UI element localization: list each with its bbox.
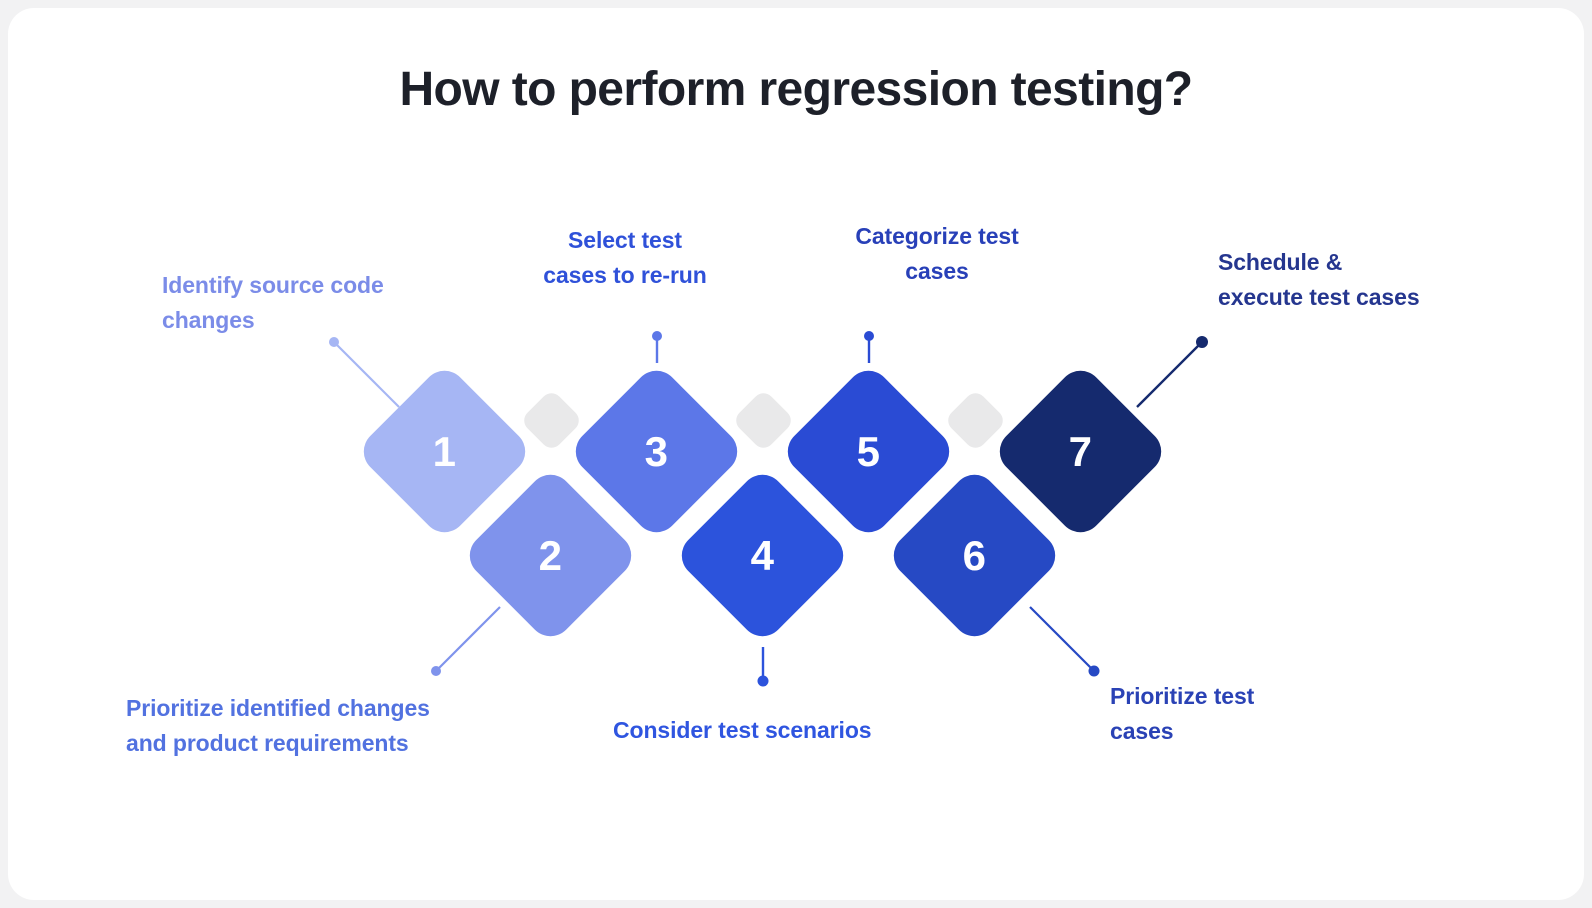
step-number-5: 5 bbox=[856, 427, 881, 475]
step-label-6: Prioritize test cases bbox=[1110, 683, 1255, 744]
connector-line-7 bbox=[1136, 343, 1201, 408]
step-number-6: 6 bbox=[962, 531, 987, 579]
connector-line-6 bbox=[1029, 606, 1093, 670]
connector-dot-7 bbox=[1196, 336, 1208, 348]
step-number-7: 7 bbox=[1068, 427, 1093, 475]
step-number-3: 3 bbox=[644, 427, 669, 475]
step-number-2: 2 bbox=[538, 531, 563, 579]
connector-line-2 bbox=[436, 606, 501, 671]
step-number-1: 1 bbox=[432, 427, 457, 475]
step-label-5: Categorize test cases bbox=[855, 223, 1019, 284]
connector-dot-5 bbox=[864, 331, 874, 341]
step-label-1: Identify source code changes bbox=[162, 272, 384, 333]
spacer-diamond-2 bbox=[731, 388, 796, 453]
step-label-3: Select test cases to re-run bbox=[543, 227, 707, 288]
spacer-diamond-1 bbox=[519, 388, 584, 453]
page-title: How to perform regression testing? bbox=[399, 63, 1193, 116]
connector-dot-1 bbox=[329, 337, 339, 347]
step-label-7: Schedule & execute test cases bbox=[1218, 249, 1420, 310]
step-label-4: Consider test scenarios bbox=[613, 717, 872, 743]
connector-line-1 bbox=[334, 342, 400, 408]
step-label-2: Prioritize identified changes and produc… bbox=[126, 695, 430, 756]
spacer-diamond-3 bbox=[943, 388, 1008, 453]
connector-dot-4 bbox=[757, 675, 769, 687]
connector-dot-3 bbox=[652, 331, 662, 341]
connector-dot-2 bbox=[431, 666, 441, 676]
step-number-4: 4 bbox=[750, 531, 775, 579]
connector-dot-6 bbox=[1088, 665, 1100, 677]
